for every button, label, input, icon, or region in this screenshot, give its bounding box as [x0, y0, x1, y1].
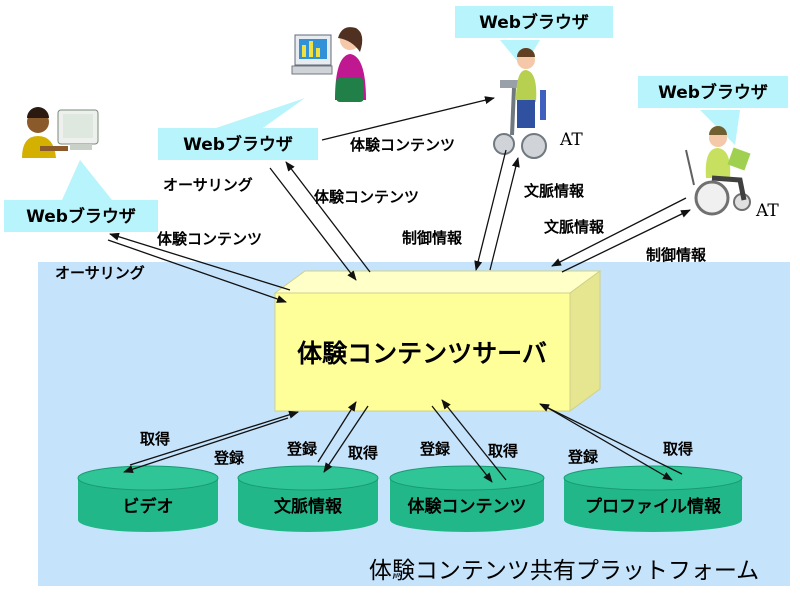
database-label: 文脈情報	[274, 496, 343, 517]
server-label: 体験コンテンツサーバ	[297, 339, 547, 368]
browser-top-right: Webブラウザ	[638, 76, 788, 108]
cylinder-body	[78, 478, 218, 532]
arrow-authoring-center	[269, 167, 357, 281]
db-edge-label: 登録	[286, 440, 318, 458]
browser-label: Webブラウザ	[183, 134, 293, 155]
arrow-context-right	[551, 197, 687, 267]
database-profile: プロファイル情報	[563, 465, 743, 532]
platform-label: 体験コンテンツ共有プラットフォーム	[369, 558, 759, 584]
arrow-db-profile-register	[547, 407, 673, 481]
browser-top-center: Webブラウザ	[455, 6, 613, 38]
database-video: ビデオ	[77, 465, 219, 532]
arrow-content-center	[285, 161, 371, 273]
at-label-right: AT	[755, 201, 779, 221]
db-edge-label: 登録	[419, 440, 451, 458]
cylinder-top	[77, 465, 219, 491]
arrow-db-profile-get	[539, 403, 683, 475]
edge-label: 文脈情報	[524, 182, 585, 200]
cylinder-body	[238, 478, 378, 532]
db-edge-label: 登録	[213, 449, 245, 467]
arrow-db-content-register	[431, 405, 493, 483]
edge-label: オーサリング	[163, 176, 253, 194]
database-label: 体験コンテンツ	[408, 496, 527, 517]
callout-tail	[62, 160, 112, 200]
standing-assist-device-icon	[493, 48, 547, 159]
arrow-content-left	[109, 232, 291, 291]
browser-center-left: Webブラウザ	[158, 128, 318, 160]
arrow-content-top	[321, 96, 495, 141]
browser-label: Webブラウザ	[658, 82, 768, 103]
database-context: 文脈情報	[237, 465, 379, 532]
arrow-control-center	[489, 157, 520, 271]
cylinder-top	[389, 465, 545, 491]
edge-label: 体験コンテンツ	[350, 136, 455, 154]
arrow-db-context-register	[317, 401, 357, 463]
edge-label: 制御情報	[402, 229, 463, 247]
cylinder-top	[563, 465, 743, 491]
browser-label: Webブラウザ	[479, 12, 589, 33]
database-label: プロファイル情報	[585, 496, 722, 517]
arrow-db-content-get	[441, 399, 507, 481]
db-edge-label: 取得	[140, 430, 170, 448]
wheelchair-user-icon	[685, 126, 751, 216]
cylinder-body	[564, 478, 742, 532]
database-label: ビデオ	[123, 496, 174, 517]
arrow-authoring-left	[107, 239, 287, 303]
arrow-control-right	[561, 209, 691, 273]
person-at-computer-icon	[22, 107, 99, 158]
db-edge-label: 登録	[567, 448, 599, 466]
db-edge-label: 取得	[488, 442, 518, 460]
server-top-face	[273, 270, 602, 294]
content-server: 体験コンテンツサーバ	[273, 270, 602, 412]
cylinder-body	[390, 478, 544, 532]
edge-label: オーサリング	[55, 264, 145, 282]
edge-label: 制御情報	[646, 246, 707, 264]
callout-tail	[210, 98, 305, 130]
db-edge-label: 取得	[663, 440, 693, 458]
arrow-context-center	[474, 149, 507, 271]
edge-label: 体験コンテンツ	[314, 188, 419, 206]
arrow-db-video-get	[123, 417, 289, 473]
at-label-center: AT	[559, 130, 583, 150]
server-side-face	[569, 270, 601, 412]
database-content: 体験コンテンツ	[389, 465, 545, 532]
edge-label: 体験コンテンツ	[157, 230, 262, 248]
browser-label: Webブラウザ	[26, 206, 136, 227]
cylinder-top	[237, 465, 379, 491]
arrow-db-video-register	[129, 410, 299, 466]
browser-left: Webブラウザ	[4, 200, 158, 232]
woman-at-computer-icon	[291, 27, 366, 102]
arrow-db-context-get	[323, 405, 369, 473]
db-edge-label: 取得	[348, 444, 378, 462]
server-front-face	[274, 292, 571, 412]
edge-label: 文脈情報	[544, 218, 605, 236]
